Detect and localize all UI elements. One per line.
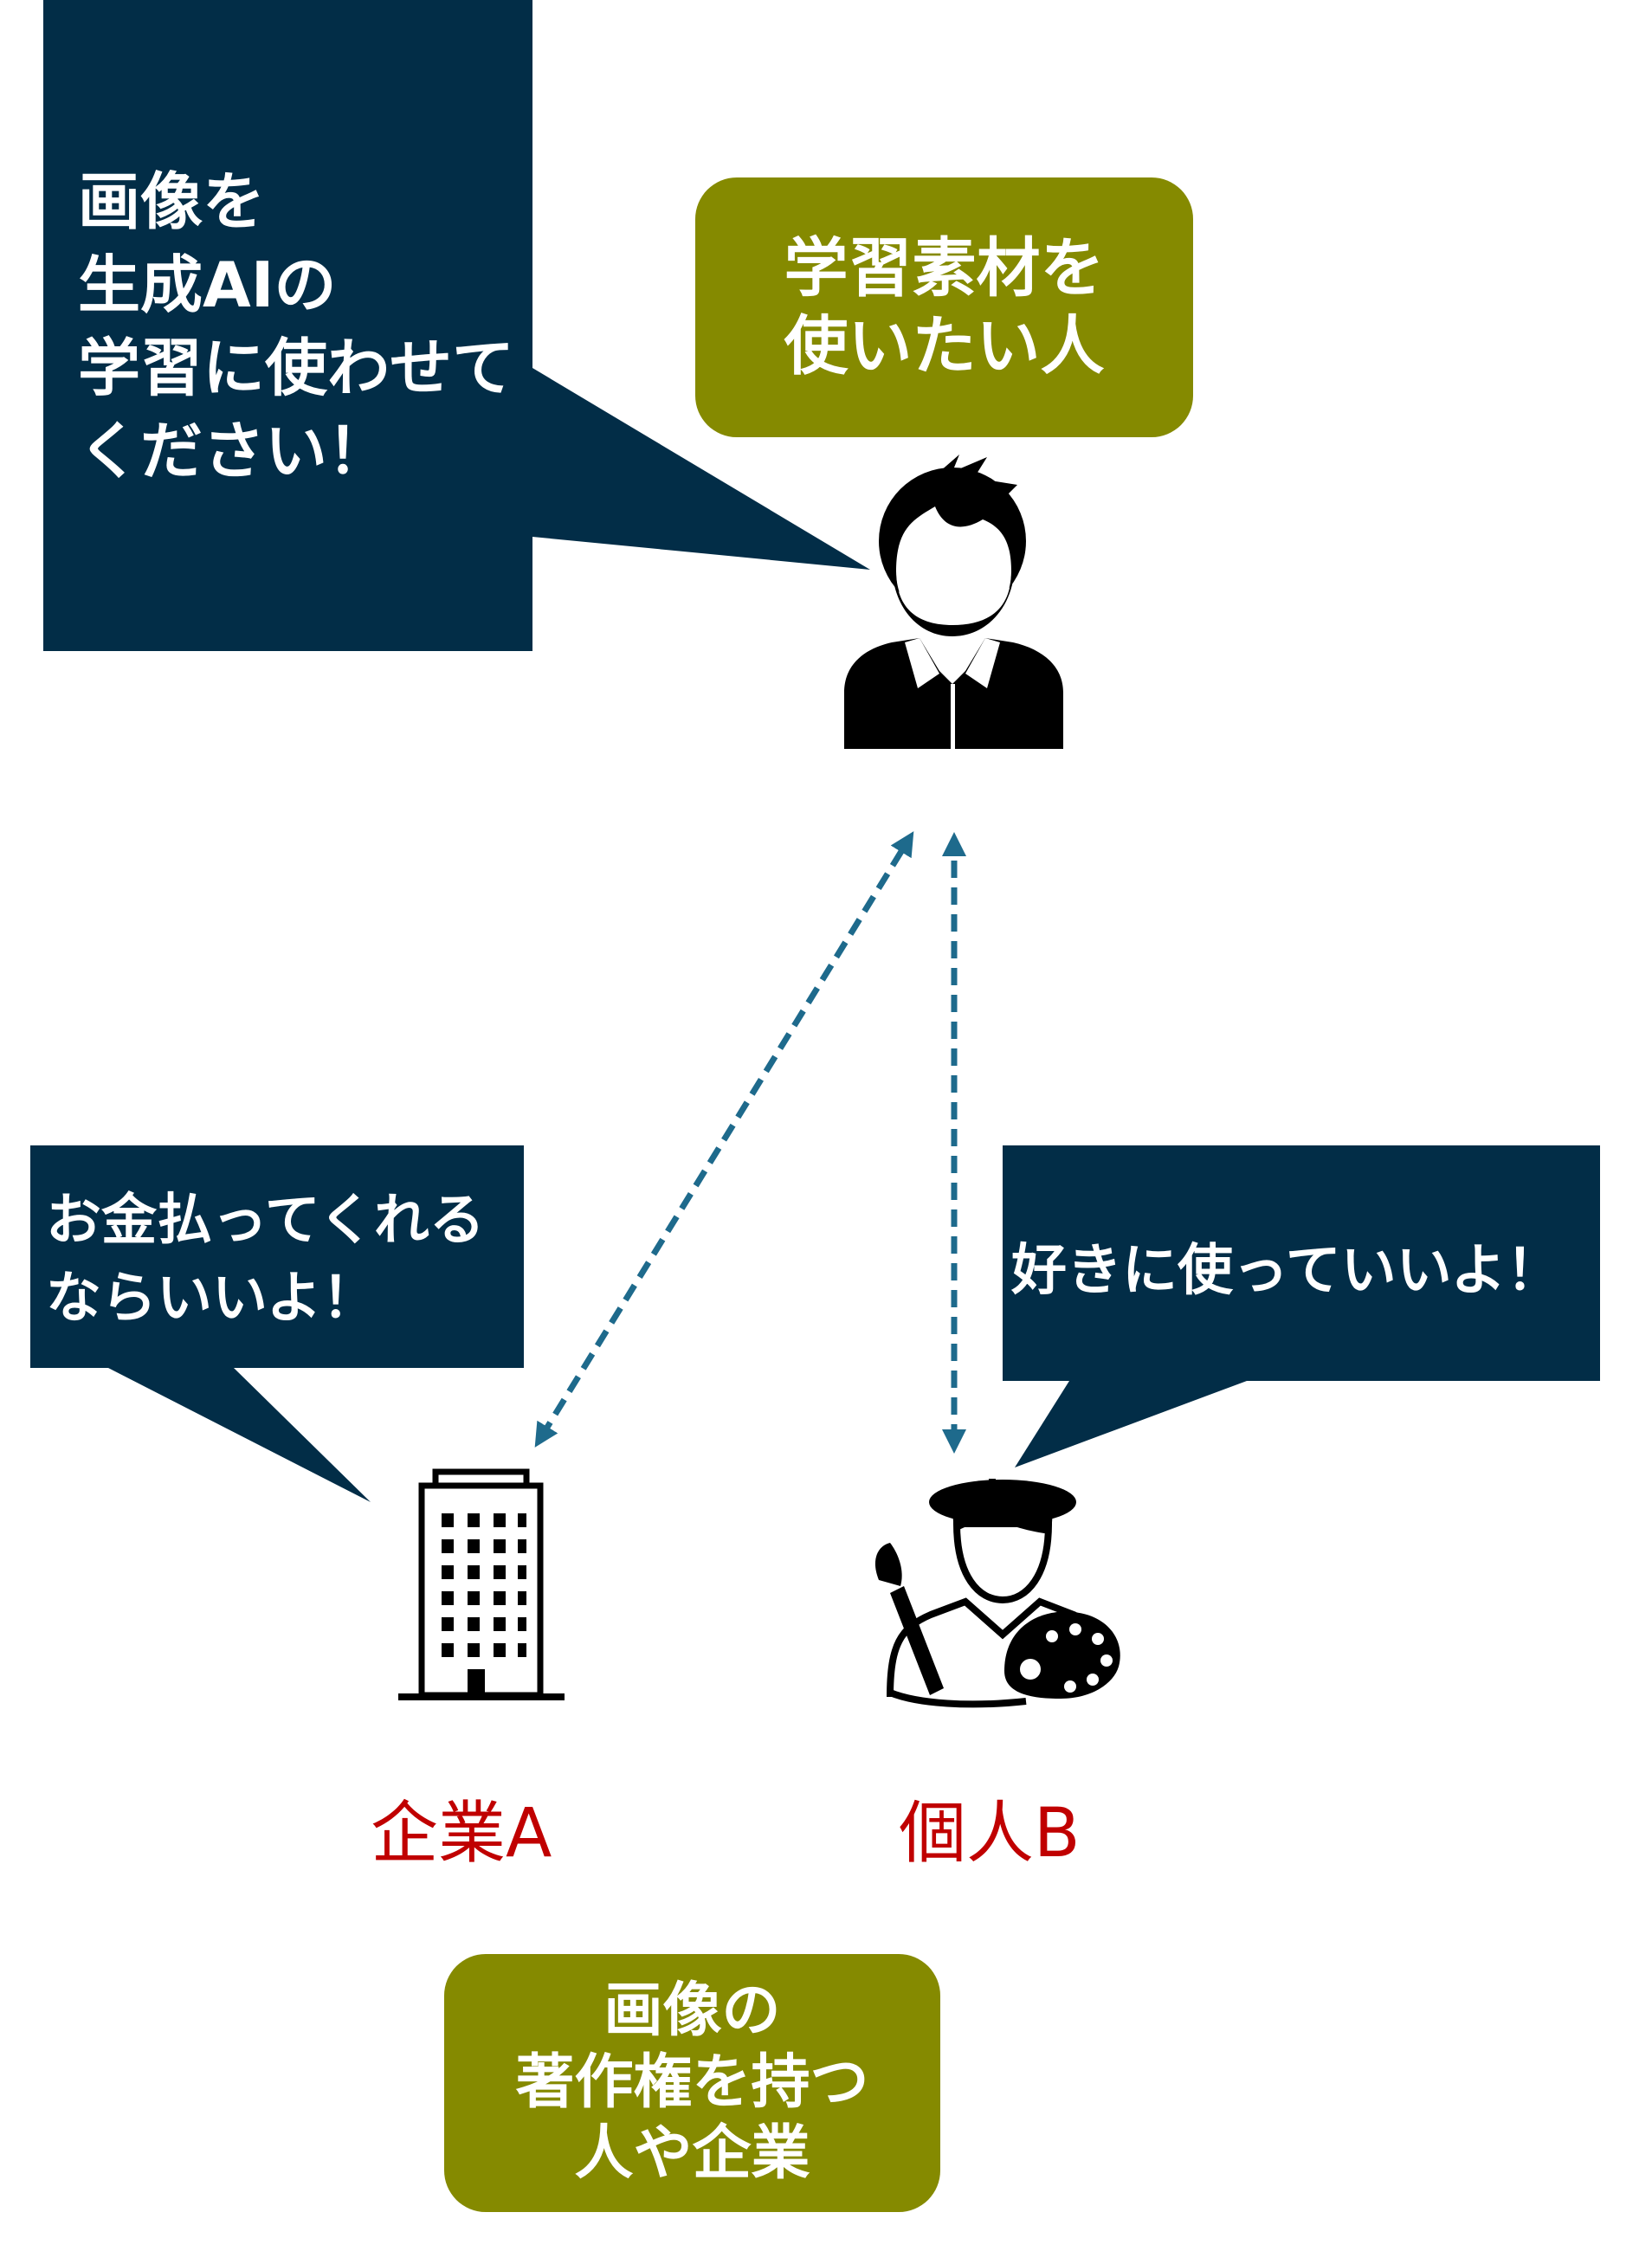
ai-request-bubble: 画像を 生成AIの 学習に使わせて ください！ xyxy=(43,0,532,651)
company-caption: 企業A xyxy=(371,1795,552,1873)
office-building-icon xyxy=(398,1468,565,1700)
ai-request-bubble-text: 画像を 生成AIの 学習に使わせて ください！ xyxy=(78,165,515,487)
company-reply-bubble: お金払ってくれる ならいいよ！ xyxy=(30,1145,524,1368)
individual-reply-bubble-tail xyxy=(1015,1381,1247,1467)
holders-label-text: 画像の 著作権を持つ 人や企業 xyxy=(515,1976,869,2189)
individual-reply-bubble-text: 好きに使っていいよ！ xyxy=(1011,1239,1562,1303)
company-reply-bubble-text: お金払ってくれる ならいいよ！ xyxy=(46,1189,485,1331)
user-label-text: 学習素材を 使いたい人 xyxy=(784,230,1105,384)
person-icon xyxy=(844,455,1063,749)
ai-request-bubble-tail xyxy=(532,368,870,570)
holders-label-box: 画像の 著作権を持つ 人や企業 xyxy=(444,1954,940,2212)
individual-caption: 個人B xyxy=(899,1795,1081,1873)
artist-icon xyxy=(874,1479,1120,1708)
individual-reply-bubble: 好きに使っていいよ！ xyxy=(1003,1145,1600,1381)
user-label-box: 学習素材を 使いたい人 xyxy=(695,177,1193,437)
company-user-arrow xyxy=(534,831,914,1448)
company-reply-bubble-tail xyxy=(108,1368,371,1502)
